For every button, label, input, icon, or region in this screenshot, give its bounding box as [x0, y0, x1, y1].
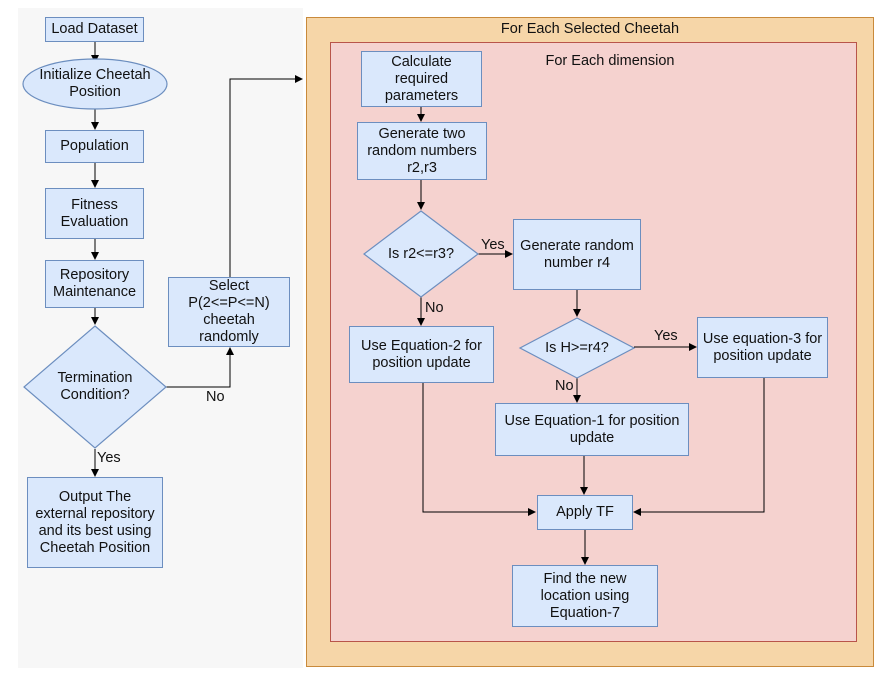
init-ellipse	[22, 58, 168, 110]
cond2-label: Is H>=r4?	[545, 339, 609, 356]
equation3-node: Use equation-3 for position update	[697, 317, 828, 378]
termination-diamond	[23, 325, 167, 449]
no-label-cond1: No	[425, 300, 444, 316]
calculate-parameters-node: Calculate required parameters	[361, 51, 482, 107]
outer-group-title: For Each Selected Cheetah	[500, 21, 680, 37]
arrow-eq3-apply	[633, 378, 765, 516]
yes-label-termination: Yes	[97, 450, 121, 466]
output-node: Output The external repository and its b…	[27, 477, 163, 568]
arrow-select-group	[229, 75, 303, 277]
equation1-node: Use Equation-1 for position update	[495, 403, 689, 456]
cond2-diamond	[518, 317, 636, 379]
arrow-eq2-apply	[422, 383, 536, 516]
yes-label-cond1: Yes	[481, 237, 505, 253]
generate-r4-node: Generate random number r4	[513, 219, 641, 290]
find-new-location-node: Find the new location using Equation-7	[512, 565, 658, 627]
cond1-label: Is r2<=r3?	[387, 245, 455, 262]
init-position-label: Initialize Cheetah Position	[39, 67, 151, 100]
equation2-node: Use Equation-2 for position update	[349, 326, 494, 383]
population-node: Population	[45, 130, 144, 163]
termination-label: Termination Condition?	[57, 370, 133, 403]
yes-label-cond2: Yes	[654, 328, 678, 344]
select-cheetah-node: Select P(2<=P<=N) cheetah randomly	[168, 277, 290, 347]
load-dataset-node: Load Dataset	[45, 17, 144, 42]
no-label-termination: No	[206, 389, 225, 405]
apply-tf-node: Apply TF	[537, 495, 633, 530]
fitness-node: Fitness Evaluation	[45, 188, 144, 239]
generate-two-random-node: Generate two random numbers r2,r3	[357, 122, 487, 180]
no-label-cond2: No	[555, 378, 574, 394]
repository-node: Repository Maintenance	[45, 260, 144, 308]
cond1-diamond	[363, 210, 479, 298]
arrow-termination-select	[166, 347, 234, 388]
inner-group-title: For Each dimension	[545, 53, 675, 69]
